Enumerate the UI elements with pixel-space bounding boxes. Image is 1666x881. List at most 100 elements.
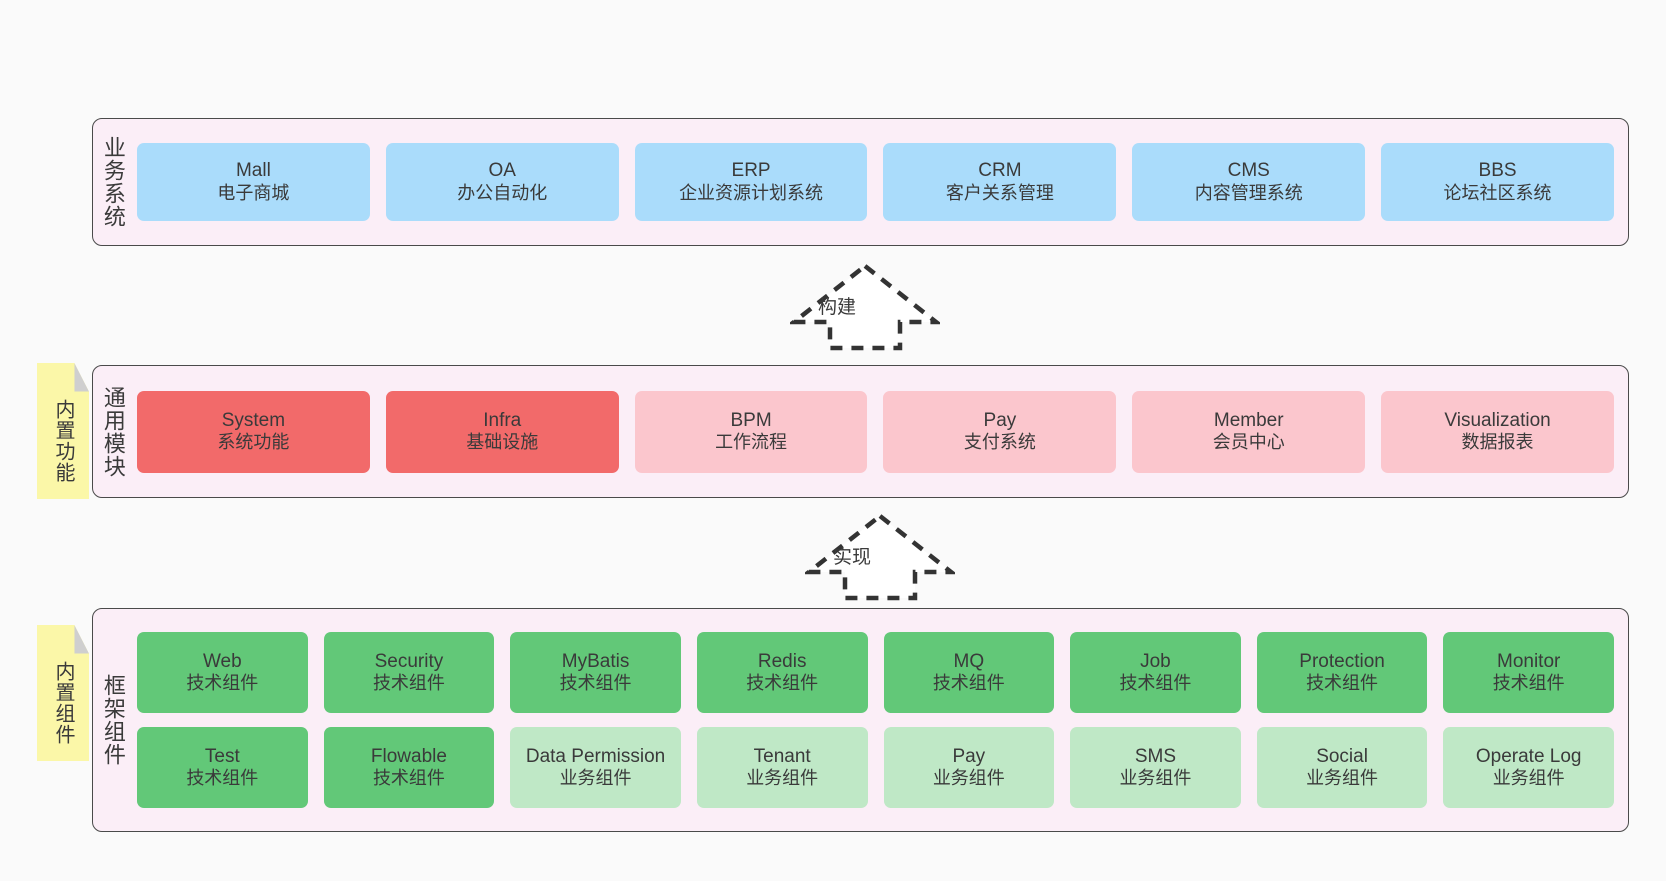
card-title: CMS (1227, 160, 1270, 182)
card-pay-module[interactable]: Pay 支付系统 (883, 390, 1117, 473)
card-title: Redis (757, 650, 807, 672)
card-title: Pay (983, 409, 1017, 431)
card-subtitle: 技术组件 (932, 673, 1005, 694)
layer-framework-components: 框架组件 Web 技术组件 Security 技术组件 MyBatis 技术组件 (92, 608, 1629, 832)
card-monitor[interactable]: Monitor 技术组件 (1443, 632, 1614, 713)
connector-implement-arrow (805, 513, 955, 601)
card-bpm[interactable]: BPM 工作流程 (634, 390, 868, 473)
card-subtitle: 数据报表 (1461, 432, 1534, 453)
card-mall[interactable]: Mall 电子商城 (137, 143, 370, 221)
card-cms[interactable]: CMS 内容管理系统 (1132, 143, 1366, 221)
card-title: ERP (731, 160, 771, 182)
card-subtitle: 基础设施 (466, 432, 539, 453)
card-title: Security (374, 650, 444, 672)
card-subtitle: 业务组件 (932, 768, 1005, 789)
card-subtitle: 业务组件 (559, 768, 632, 789)
card-subtitle: 工作流程 (715, 432, 788, 453)
card-data-permission[interactable]: Data Permission 业务组件 (510, 727, 681, 808)
card-title: Mall (235, 160, 271, 182)
card-subtitle: 技术组件 (1306, 673, 1379, 694)
badge-builtin-components: 内置组件 (37, 625, 89, 761)
card-title: System (221, 409, 286, 431)
card-subtitle: 技术组件 (186, 673, 259, 694)
badge-label: 内置组件 (52, 661, 74, 745)
framework-row-technical: Web 技术组件 Security 技术组件 MyBatis 技术组件 Redi… (137, 632, 1614, 713)
card-title: Member (1213, 409, 1284, 431)
card-title: Monitor (1497, 650, 1561, 672)
card-subtitle: 电子商城 (217, 182, 290, 203)
card-subtitle: 业务组件 (1119, 768, 1192, 789)
card-redis[interactable]: Redis 技术组件 (696, 632, 868, 713)
card-visualization[interactable]: Visualization 数据报表 (1381, 390, 1614, 473)
card-title: BPM (730, 409, 772, 431)
card-member[interactable]: Member 会员中心 (1132, 390, 1366, 473)
card-mybatis[interactable]: MyBatis 技术组件 (510, 632, 681, 713)
card-title: Social (1316, 745, 1368, 767)
card-title: BBS (1478, 160, 1517, 182)
card-subtitle: 技术组件 (1492, 673, 1565, 694)
card-title: MyBatis (561, 650, 630, 672)
card-title: Operate Log (1475, 745, 1582, 767)
card-crm[interactable]: CRM 客户关系管理 (883, 143, 1117, 221)
card-subtitle: 业务组件 (1492, 768, 1565, 789)
card-subtitle: 企业资源计划系统 (679, 182, 824, 203)
card-title: Visualization (1444, 409, 1551, 431)
connector-build-label: 构建 (818, 297, 857, 318)
card-title: Job (1140, 650, 1171, 672)
card-subtitle: 会员中心 (1212, 432, 1285, 453)
business-cards-row: Mall 电子商城 OA 办公自动化 ERP 企业资源计划系统 CRM 客户关系… (137, 143, 1614, 221)
card-social[interactable]: Social 业务组件 (1256, 727, 1428, 808)
layer-title-framework: 框架组件 (100, 674, 126, 766)
card-title: CRM (978, 160, 1022, 182)
card-sms[interactable]: SMS 业务组件 (1070, 727, 1241, 808)
card-web[interactable]: Web 技术组件 (137, 632, 308, 713)
card-flowable[interactable]: Flowable 技术组件 (323, 727, 495, 808)
card-job[interactable]: Job 技术组件 (1070, 632, 1241, 713)
card-security[interactable]: Security 技术组件 (323, 632, 495, 713)
card-subtitle: 技术组件 (372, 673, 445, 694)
card-pay-component[interactable]: Pay 业务组件 (883, 727, 1055, 808)
card-title: Tenant (753, 745, 811, 767)
card-protection[interactable]: Protection 技术组件 (1256, 632, 1428, 713)
card-title: Infra (483, 409, 522, 431)
card-title: Flowable (370, 745, 447, 767)
layer-business-systems: 业务系统 Mall 电子商城 OA 办公自动化 ERP 企业资源计划系统 CRM… (92, 118, 1629, 246)
framework-row-business: Test 技术组件 Flowable 技术组件 Data Permission … (137, 727, 1614, 808)
card-infra[interactable]: Infra 基础设施 (385, 390, 619, 473)
card-title: Data Permission (525, 745, 666, 767)
module-cards-row: System 系统功能 Infra 基础设施 BPM 工作流程 Pay 支付系统… (137, 390, 1614, 473)
card-erp[interactable]: ERP 企业资源计划系统 (634, 143, 868, 221)
badge-builtin-features: 内置功能 (37, 363, 89, 499)
card-subtitle: 内容管理系统 (1194, 182, 1303, 203)
card-subtitle: 办公自动化 (457, 182, 548, 203)
card-subtitle: 技术组件 (372, 768, 445, 789)
card-subtitle: 技术组件 (559, 673, 632, 694)
card-title: Test (204, 745, 240, 767)
card-test[interactable]: Test 技术组件 (137, 727, 308, 808)
card-title: Pay (952, 745, 986, 767)
card-title: MQ (953, 650, 985, 672)
layer-common-modules: 通用模块 System 系统功能 Infra 基础设施 BPM 工作流程 Pay… (92, 365, 1629, 498)
layer-body-business: Mall 电子商城 OA 办公自动化 ERP 企业资源计划系统 CRM 客户关系… (133, 119, 1628, 245)
card-bbs[interactable]: BBS 论坛社区系统 (1381, 143, 1614, 221)
layer-body-framework: Web 技术组件 Security 技术组件 MyBatis 技术组件 Redi… (133, 609, 1628, 831)
card-subtitle: 系统功能 (217, 432, 290, 453)
card-subtitle: 技术组件 (186, 768, 259, 789)
card-oa[interactable]: OA 办公自动化 (385, 143, 619, 221)
card-mq[interactable]: MQ 技术组件 (883, 632, 1055, 713)
card-subtitle: 客户关系管理 (945, 182, 1054, 203)
card-operate-log[interactable]: Operate Log 业务组件 (1443, 727, 1614, 808)
layer-title-modules: 通用模块 (100, 385, 126, 478)
note-fold-icon (74, 625, 89, 654)
card-subtitle: 业务组件 (1306, 768, 1379, 789)
card-system[interactable]: System 系统功能 (137, 390, 370, 473)
connector-implement-label: 实现 (833, 547, 872, 568)
card-title: SMS (1134, 745, 1177, 767)
card-tenant[interactable]: Tenant 业务组件 (696, 727, 868, 808)
card-title: OA (488, 160, 516, 182)
card-subtitle: 业务组件 (746, 768, 819, 789)
note-fold-icon (74, 363, 89, 392)
card-title: Protection (1299, 650, 1385, 672)
card-subtitle: 论坛社区系统 (1443, 182, 1552, 203)
